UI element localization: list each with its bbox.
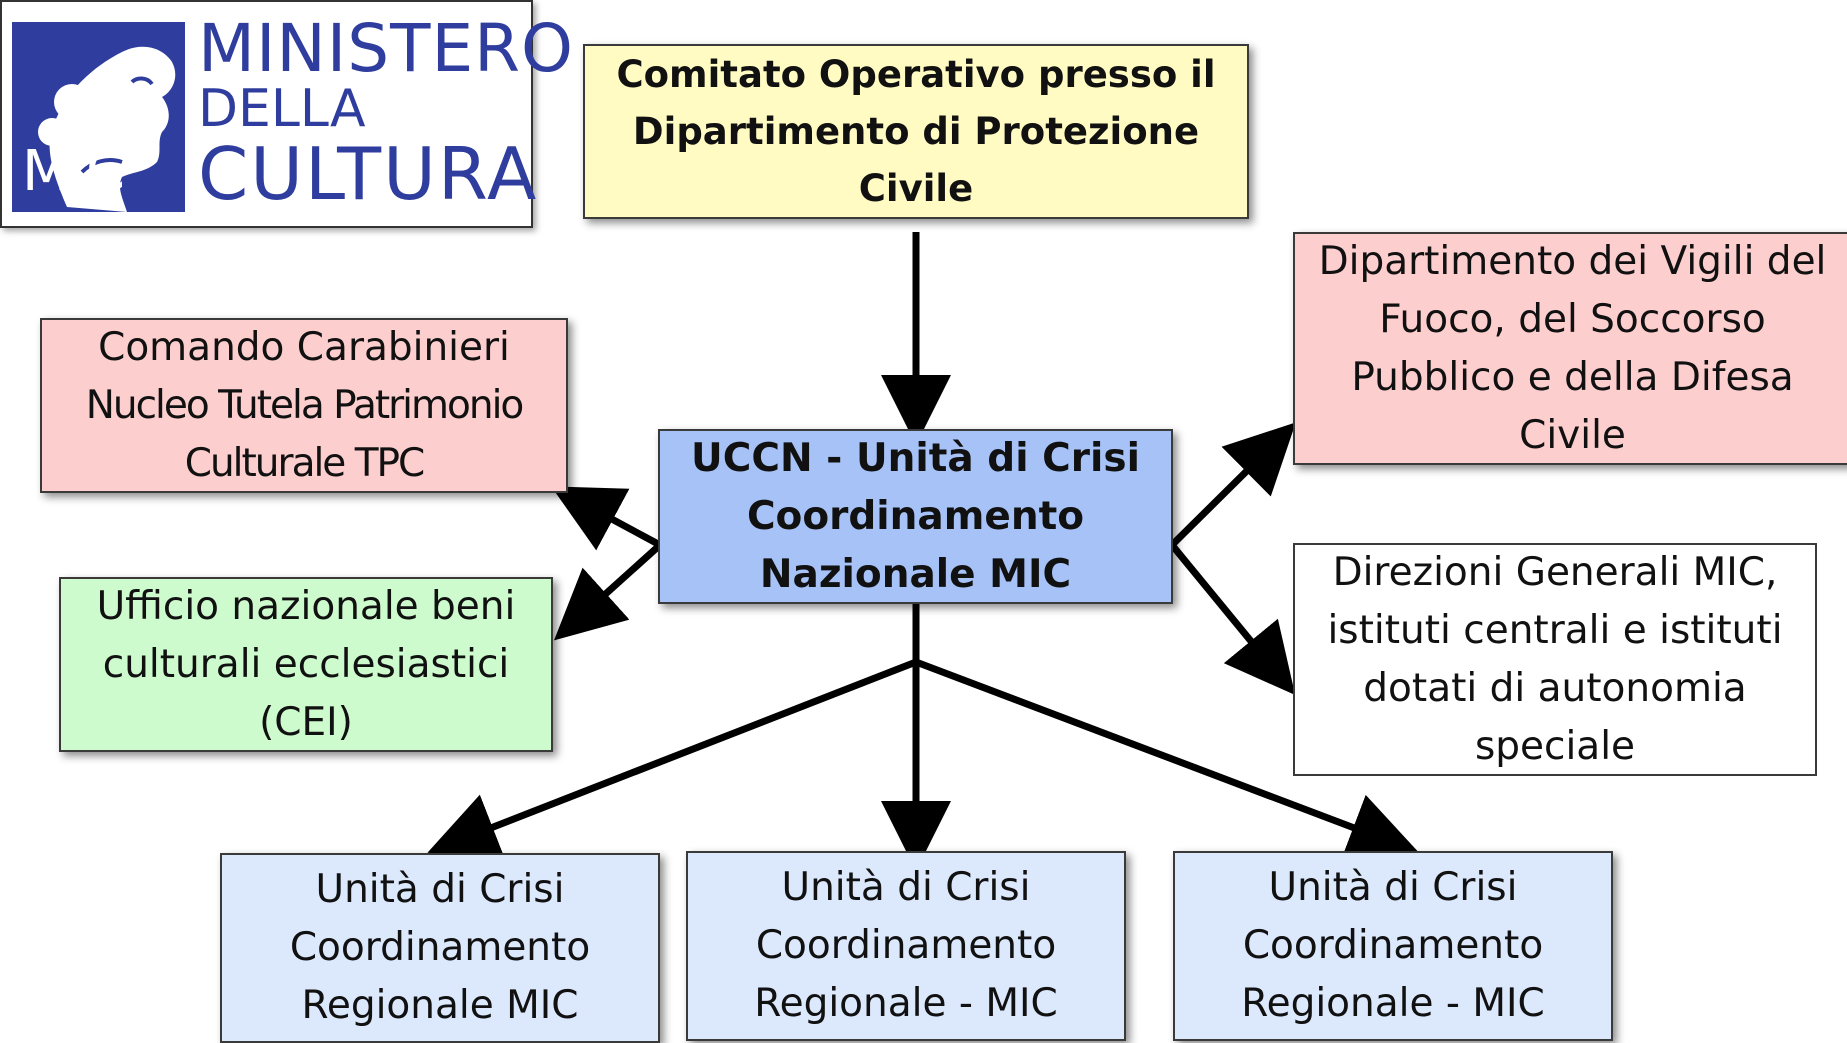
node-line: Regionale - MIC <box>754 981 1058 1026</box>
node-regionale-1: Unità di Crisi Coordinamento Regionale M… <box>220 853 660 1043</box>
node-line: Direzioni Generali MIC, <box>1332 549 1778 595</box>
node-line: Civile <box>858 167 974 210</box>
node-line: Coordinamento <box>746 493 1085 539</box>
arrow-uccn-to-vigili <box>1169 422 1296 548</box>
node-vigili-del-fuoco: Dipartimento dei Vigili del Fuoco, del S… <box>1293 232 1847 465</box>
node-line: dotati di autonomia <box>1363 665 1747 711</box>
node-line: Regionale - MIC <box>1241 981 1545 1026</box>
node-line: UCCN - Unità di Crisi <box>691 435 1140 481</box>
node-line: Unità di Crisi <box>1268 865 1518 910</box>
node-line: Regionale MIC <box>301 983 579 1028</box>
node-line: Ufficio nazionale beni <box>96 583 516 629</box>
node-line: Unità di Crisi <box>781 865 1031 910</box>
node-comitato-operativo: Comitato Operativo presso il Dipartiment… <box>583 44 1249 219</box>
head-profile-emblem-icon <box>12 22 185 212</box>
node-line: Coordinamento <box>289 925 591 970</box>
node-carabinieri-tpc: Comando Carabinieri Nucleo Tutela Patrim… <box>40 318 568 493</box>
node-line: Unità di Crisi <box>315 867 565 912</box>
node-ufficio-cei: Ufficio nazionale beni culturali ecclesi… <box>59 577 553 752</box>
node-line: culturali ecclesiastici <box>102 641 510 687</box>
node-line: Dipartimento di Protezione <box>632 110 1200 153</box>
logo-line-3: CULTURA <box>198 132 539 216</box>
node-line: Nucleo Tutela Patrimonio <box>85 382 525 428</box>
node-line: Culturale TPC <box>184 440 426 486</box>
node-regionale-2: Unità di Crisi Coordinamento Regionale -… <box>686 851 1126 1041</box>
node-line: Coordinamento <box>755 923 1057 968</box>
logo-line-2: DELLA <box>198 79 366 139</box>
node-line: Dipartimento dei Vigili del <box>1318 238 1827 284</box>
node-line: Civile <box>1519 412 1626 458</box>
node-uccn-central: UCCN - Unità di Crisi Coordinamento Nazi… <box>658 429 1173 604</box>
ministero-cultura-logo: MiC MINISTERO DELLA CULTURA <box>0 0 573 228</box>
node-line: Fuoco, del Soccorso <box>1379 296 1766 342</box>
arrow-uccn-to-regionale-3 <box>914 658 1419 861</box>
arrow-uccn-to-regionale-1 <box>427 658 918 860</box>
logo-abbreviation: MiC <box>22 139 125 204</box>
node-regionale-3: Unità di Crisi Coordinamento Regionale -… <box>1173 851 1613 1041</box>
node-direzioni-generali: Direzioni Generali MIC, istituti central… <box>1293 543 1817 776</box>
node-line: speciale <box>1474 723 1636 769</box>
arrow-uccn-to-carabinieri <box>551 486 662 551</box>
arrow-uccn-to-direzioni <box>1169 542 1296 696</box>
node-line: istituti centrali e istituti <box>1327 607 1783 653</box>
logo-line-1: MINISTERO <box>198 10 574 87</box>
node-line: Comitato Operativo presso il <box>616 53 1216 96</box>
node-line: (CEI) <box>259 699 353 745</box>
logo-wordmark: MINISTERO DELLA CULTURA <box>198 10 574 216</box>
node-line: Nazionale MIC <box>759 551 1072 597</box>
node-line: Comando Carabinieri <box>98 324 510 370</box>
node-line: Coordinamento <box>1242 923 1544 968</box>
arrow-uccn-to-cei <box>553 542 663 641</box>
node-line: Pubblico e della Difesa <box>1351 354 1794 400</box>
